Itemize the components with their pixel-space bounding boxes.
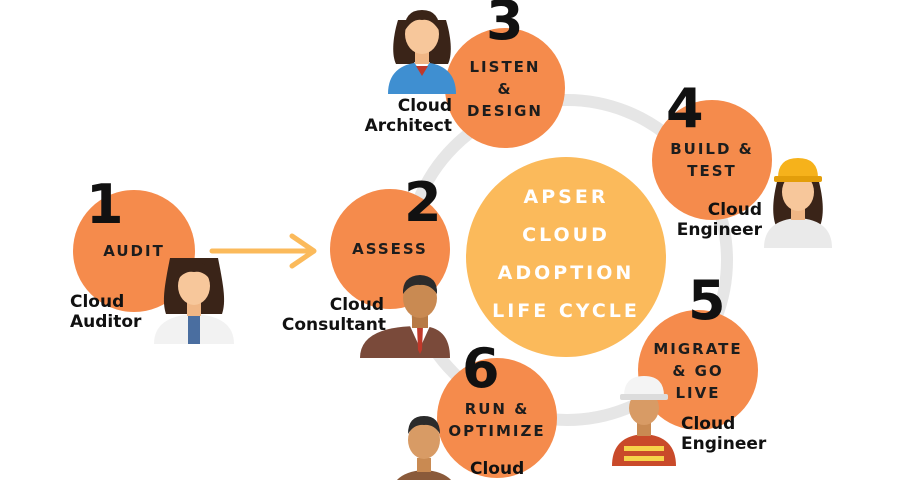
role-line: Cloud [681, 414, 736, 434]
step-label-6: RUN & OPTIMIZE [437, 398, 557, 442]
step-label-line: LISTEN [469, 58, 541, 76]
step-label-line: & [497, 80, 513, 98]
cloud-architect-avatar [388, 10, 456, 94]
step-number-3: 3 [486, 0, 524, 52]
cloud-engineer-avatar [764, 158, 832, 248]
step-circle-1 [73, 190, 195, 312]
step-circle-3 [445, 28, 565, 148]
step-number-2: 2 [404, 171, 442, 234]
role-line: Engineer [676, 220, 762, 240]
role-line: Architect [364, 116, 452, 136]
center-line: ADOPTION [497, 262, 635, 284]
step-label-line: TEST [687, 162, 737, 180]
step-label-line: LIVE [675, 384, 721, 402]
role-line: Cloud [397, 96, 452, 116]
role-line: Cloud [70, 292, 125, 312]
step-number-5: 5 [688, 269, 726, 332]
role-label-4: Cloud Engineer [672, 200, 762, 240]
center-line: CLOUD [522, 224, 610, 246]
role-line: Cloud [707, 200, 762, 220]
cloud-operator-avatar [397, 416, 451, 480]
arrow-icon [209, 233, 317, 269]
step-label-2: ASSESS [330, 238, 450, 260]
cloud-auditor-avatar [154, 258, 234, 344]
step-label-4: BUILD & TEST [652, 138, 772, 182]
step-label-line: ASSESS [352, 240, 428, 258]
step-label-line: BUILD & [670, 140, 754, 158]
role-line: Cloud [329, 295, 384, 315]
step-circle-5 [638, 310, 758, 430]
step-circle-6 [437, 358, 557, 478]
center-circle [466, 157, 666, 357]
center-title: APSER CLOUD ADOPTION LIFE CYCLE [466, 178, 666, 330]
role-label-1: Cloud Auditor [70, 292, 141, 332]
step-circle-4 [652, 100, 772, 220]
step-label-line: RUN & [464, 400, 530, 418]
cloud-engineer-avatar-2 [612, 376, 676, 466]
center-line: APSER [523, 186, 609, 208]
role-label-5: Cloud Engineer [681, 414, 766, 454]
step-label-3: LISTEN & DESIGN [445, 56, 565, 122]
role-label-3: Cloud Architect [360, 96, 452, 136]
cloud-consultant-avatar [360, 275, 450, 358]
center-line: LIFE CYCLE [492, 300, 640, 322]
step-label-line: DESIGN [467, 102, 543, 120]
step-label-line: & GO [672, 362, 724, 380]
role-label-2: Cloud Consultant [276, 295, 386, 335]
step-number-1: 1 [86, 173, 124, 236]
step-label-1: AUDIT [74, 240, 194, 262]
step-label-line: OPTIMIZE [448, 422, 546, 440]
step-label-line: MIGRATE [653, 340, 743, 358]
role-label-6: Cloud [470, 459, 524, 479]
step-label-5: MIGRATE & GO LIVE [638, 338, 758, 404]
role-line: Consultant [281, 315, 386, 335]
step-number-6: 6 [462, 337, 500, 400]
role-line: Auditor [70, 312, 142, 332]
role-line: Engineer [681, 434, 767, 454]
role-line: Cloud [470, 459, 525, 479]
step-label-line: AUDIT [103, 242, 165, 260]
step-number-4: 4 [666, 77, 704, 140]
